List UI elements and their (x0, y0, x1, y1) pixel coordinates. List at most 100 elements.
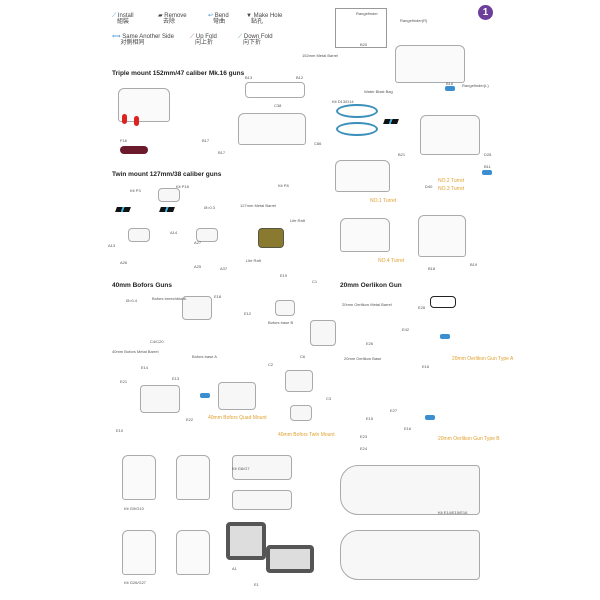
gun-mount-a (128, 228, 150, 242)
result-label: 20mm Oerlikon Gun Type A (452, 356, 514, 362)
install-icon: ⟋ (112, 13, 117, 19)
label: Kit P3 (130, 188, 141, 193)
label: Bofors base A (192, 354, 217, 359)
up-fold-icon: ⟋ (190, 34, 195, 40)
label: Kit E14/E15/E16 (438, 510, 468, 515)
turret-no4a (340, 218, 390, 252)
result-label: 20mm Oerlikon Gun Type B (438, 436, 500, 442)
remove-icon (383, 119, 399, 124)
label: B12 (296, 75, 304, 80)
label: C6 (300, 354, 306, 359)
label: Ø=0.3 (204, 205, 216, 210)
label: 40mm Bofors Metal Barrel (112, 349, 159, 354)
part-p18 (158, 188, 180, 202)
legend-down-fold: ⟋ Down Fold 向下折 (238, 34, 273, 46)
label: Kit P8 (278, 183, 289, 188)
arrow-right-icon (425, 415, 435, 420)
bofors-quad-result (218, 382, 256, 410)
label: E13 (172, 376, 180, 381)
part-g7 (232, 490, 292, 510)
label: A14 (170, 230, 178, 235)
label: D28 (484, 152, 492, 157)
label: E14 (141, 365, 149, 370)
double-arrow-icon (482, 170, 492, 175)
label: E26 (366, 341, 374, 346)
result-label: 40mm Bofors Twin Mount (278, 432, 335, 438)
double-arrow-icon (445, 86, 455, 91)
label: B11 (484, 164, 491, 169)
label: 127mm Metal Barrel (240, 203, 277, 208)
bofors-twin-assembly (285, 370, 313, 392)
label: Life Raft (290, 218, 305, 223)
result-label: NO.3 Turret (438, 186, 465, 192)
part-g6 (232, 455, 292, 480)
label: A27 (194, 240, 202, 245)
legend-make-hole: ▼ Make Hole 鉆孔 (246, 13, 283, 25)
part-g10 (176, 455, 210, 500)
part-b13 (245, 82, 305, 98)
label: Water Blast Bag (364, 89, 393, 94)
label: E16 (404, 426, 412, 431)
label: Life Raft (246, 258, 261, 263)
double-arrow-icon: ⟺ (112, 34, 121, 40)
result-label: 40mm Bofors Quad Mount (208, 415, 267, 421)
rangefinder-detail-box (335, 8, 387, 48)
label: Kit D13/D14 (332, 99, 354, 104)
label: E15 (366, 416, 374, 421)
label: E24 (360, 446, 368, 451)
section-title-oerlikon: 20mm Oerlikon Gun (340, 282, 402, 289)
label: E19 (280, 273, 288, 278)
label: B20 (360, 42, 368, 47)
turret-assembly (238, 113, 306, 145)
label: Kit G26/G27 (124, 580, 147, 585)
bofors-base-a (182, 296, 212, 320)
label: Kit P18 (176, 184, 189, 189)
label: E1 (254, 582, 259, 587)
result-label: NO.2 Turret (438, 178, 465, 184)
label: 152mm Metal Barrel (302, 53, 339, 58)
part-f18b (134, 116, 139, 126)
label: E28 (418, 305, 426, 310)
result-label: NO.4 Turret (378, 258, 405, 264)
label: B21 (398, 152, 406, 157)
label: D40 (425, 184, 433, 189)
label: C1 (312, 279, 318, 284)
label: C86 (314, 141, 322, 146)
label: A26 (120, 260, 128, 265)
bofors-quad-assembly (140, 385, 180, 413)
label: Ø=0.4 (126, 298, 138, 303)
drill-icon: ▼ (246, 13, 252, 19)
label: F18 (120, 138, 127, 143)
remove-icon: ▰ (158, 13, 163, 19)
label: C3 (326, 396, 332, 401)
legend-bend: ↩ Bend 彎曲 (208, 13, 229, 25)
label: B16 (446, 81, 454, 86)
turret-no4b (418, 215, 466, 257)
part-g9 (122, 455, 156, 500)
turret-no1 (335, 160, 390, 192)
label: A13 (108, 243, 116, 248)
label: B13 (245, 75, 253, 80)
legend-same-side: ⟺ Same Another Side 对側相同 (112, 34, 174, 46)
label: C38 (274, 103, 282, 108)
label: B19 (470, 262, 478, 267)
label: A37 (220, 266, 228, 271)
down-fold-icon: ⟋ (238, 34, 243, 40)
section-title-triple: Triple mount 152mm/47 caliber Mk.16 guns (112, 70, 245, 77)
bend-icon: ↩ (208, 13, 214, 19)
twin-mount-photo (258, 228, 284, 248)
label: E21 (120, 379, 128, 384)
result-label: NO.1 Turret (370, 198, 397, 204)
label: Kit G9/G10 (124, 506, 144, 511)
label: E22 (186, 417, 194, 422)
part-f18-photo (120, 146, 148, 154)
bofors-twin-parts (310, 320, 336, 346)
step-number-badge: 1 (478, 5, 493, 20)
label: E23 (360, 434, 368, 439)
bend-tool-icon (430, 296, 456, 308)
turret-no2 (420, 115, 480, 155)
label: Bofors breechblock (152, 296, 187, 301)
arrow-right-icon (200, 393, 210, 398)
label: 20mm Oerlikon Base (344, 356, 382, 361)
label: A25 (194, 264, 202, 269)
